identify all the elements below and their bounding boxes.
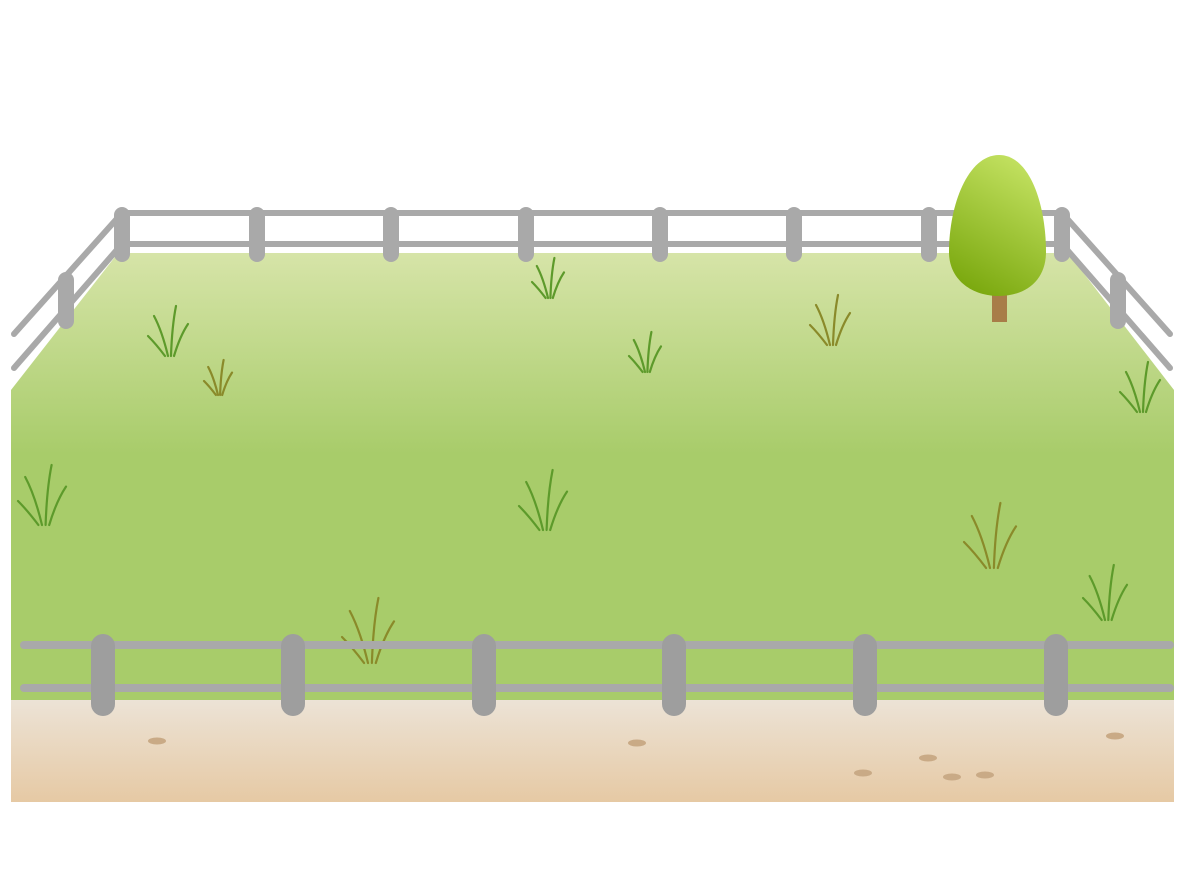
grass-blade <box>1124 370 1142 414</box>
grass-blade <box>152 314 170 358</box>
grass-blade <box>525 480 545 532</box>
grass-blade <box>221 371 234 397</box>
grass-blade <box>370 596 380 665</box>
grass-blade <box>202 379 217 397</box>
front-fence <box>20 634 1174 716</box>
fence-post-icon <box>652 207 668 262</box>
grass-blade <box>648 345 663 374</box>
tree-canopy <box>949 155 1046 296</box>
grass-blade <box>146 334 167 358</box>
grass-blade <box>172 322 190 358</box>
grass-blade <box>207 365 220 397</box>
pebble-icon <box>1106 732 1124 740</box>
back-fence <box>11 207 1173 371</box>
fence-post-icon <box>786 207 802 262</box>
grass-tuft-icon <box>1081 563 1129 622</box>
grass-blade <box>545 468 554 532</box>
pebble-icon <box>148 737 166 745</box>
fence-post-icon <box>383 207 399 262</box>
dirt-path <box>11 700 1174 802</box>
fence-post-icon <box>853 634 877 716</box>
grass-tuft-icon <box>146 304 190 358</box>
fence-post-icon <box>662 634 686 716</box>
grass-blade <box>1107 563 1115 622</box>
fence-post-icon <box>91 634 115 716</box>
grass-tuft-icon <box>962 501 1018 570</box>
pebble-icon <box>919 754 937 762</box>
fence-post-icon <box>58 272 74 329</box>
grass-blade <box>16 499 40 527</box>
grass-blade <box>535 264 550 300</box>
pebble-icon <box>628 739 646 747</box>
grass-tufts-group <box>16 256 1162 665</box>
fence-post-icon <box>281 634 305 716</box>
fence-post-icon <box>921 207 937 262</box>
grass-blade <box>44 463 53 527</box>
grass-tuft-icon <box>202 358 234 397</box>
grass-blade <box>646 330 653 374</box>
grass-tuft-icon <box>627 330 663 374</box>
fence-post-icon <box>1054 207 1070 262</box>
fence-post-icon <box>518 207 534 262</box>
grass-blade <box>831 293 840 347</box>
grass-blade <box>1144 378 1162 414</box>
grass-blade <box>48 485 68 527</box>
fence-post-icon <box>1044 634 1068 716</box>
grass-tuft-icon <box>530 256 566 300</box>
grass-blade <box>962 540 988 570</box>
grass-field <box>11 253 1174 700</box>
grass-blade <box>374 620 396 665</box>
tree-icon <box>949 155 1046 322</box>
grass-blade <box>517 504 541 532</box>
fence-post-icon <box>114 207 130 262</box>
grass-blade <box>549 490 569 532</box>
grass-blade <box>1088 574 1107 622</box>
grass-blade <box>970 514 992 570</box>
fence-post-icon <box>249 207 265 262</box>
grass-blade <box>1141 360 1150 414</box>
grass-blade <box>632 338 647 374</box>
grass-blade <box>169 304 178 358</box>
grass-tuft-icon <box>1118 360 1162 414</box>
grass-tuft-icon <box>808 293 852 347</box>
grass-blade <box>814 303 832 347</box>
grass-blade <box>1118 390 1139 414</box>
fence-post-icon <box>1110 272 1126 329</box>
grass-blade <box>1081 596 1103 622</box>
grass-tuft-icon <box>517 468 569 532</box>
grass-blade <box>530 280 547 300</box>
grass-tuft-icon <box>16 463 68 527</box>
grass-blade <box>808 323 829 347</box>
grass-blade <box>551 271 566 300</box>
grass-blade <box>627 354 644 374</box>
grass-blade <box>996 525 1018 570</box>
pebbles-group <box>148 732 1124 781</box>
fence-post-icon <box>472 634 496 716</box>
grass-blade <box>992 501 1002 570</box>
pebble-icon <box>854 769 872 777</box>
grass-blade <box>219 358 225 397</box>
grass-blade <box>348 609 370 665</box>
grass-blade <box>834 311 852 347</box>
pebble-icon <box>976 771 994 779</box>
grass-blade <box>24 475 44 527</box>
pebble-icon <box>943 773 961 781</box>
grass-blade <box>1110 583 1129 622</box>
grass-blade <box>549 256 556 300</box>
